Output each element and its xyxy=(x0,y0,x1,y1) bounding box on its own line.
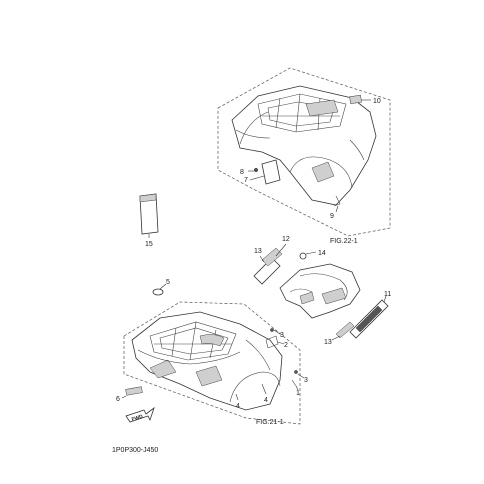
leader-11 xyxy=(383,295,387,303)
front-fender-wheel-arch xyxy=(229,371,281,403)
leader-4-left xyxy=(235,393,239,401)
front-fender-headlight-right xyxy=(195,365,223,387)
part-6-group: 6 xyxy=(116,386,143,403)
front-panel-contour xyxy=(289,273,348,301)
rear-group-boundary xyxy=(217,67,391,237)
front-fig-reference: FIG.21-1 xyxy=(256,419,284,426)
callout-8: 8 xyxy=(240,169,244,176)
part-13-decal-upper[interactable] xyxy=(261,247,283,267)
leader-13-lower xyxy=(331,335,341,341)
fwd-label: FWD xyxy=(131,414,144,423)
leader-9 xyxy=(335,205,339,213)
leader-4-right xyxy=(261,383,267,395)
callout-13-upper: 13 xyxy=(254,248,262,255)
part-8-clip[interactable] xyxy=(253,167,259,173)
fwd-arrow-shape xyxy=(125,406,155,423)
part-9-rear-decal[interactable] xyxy=(333,195,341,207)
leader-13-upper xyxy=(259,255,265,263)
front-fender-group: 5 2 3 3 1 4 4 FIG.21-1 xyxy=(123,279,308,426)
part-11-side-decal-logo xyxy=(355,305,383,333)
leader-1 xyxy=(295,385,299,391)
rear-fender-wheel-arch xyxy=(289,156,353,189)
part-15-group: 15 xyxy=(139,193,159,248)
part-14-emblem[interactable] xyxy=(299,252,307,260)
callout-2: 2 xyxy=(284,342,288,349)
callout-1: 1 xyxy=(296,390,300,397)
part-3-screw-upper[interactable] xyxy=(270,328,274,332)
leader-3-lower xyxy=(297,373,305,379)
leader-6 xyxy=(121,395,127,399)
leader-5 xyxy=(159,283,167,290)
rear-fender[interactable] xyxy=(231,85,377,206)
part-7-decal[interactable] xyxy=(261,159,281,185)
rear-fig-reference: FIG.22-1 xyxy=(330,238,358,245)
catalog-code: 1P0P300-J450 xyxy=(112,447,158,454)
callout-13-lower: 13 xyxy=(324,339,332,346)
front-fender-tank-cover xyxy=(199,334,225,347)
front-fender-headlight-left xyxy=(149,359,177,379)
rear-fender-vent xyxy=(305,99,339,117)
part-13-decal-lower[interactable] xyxy=(335,321,355,339)
leader-2 xyxy=(277,341,285,345)
callout-11: 11 xyxy=(384,291,391,298)
front-fender[interactable] xyxy=(131,311,283,411)
rear-fender-rack-bars xyxy=(262,93,340,133)
front-panel-inlet xyxy=(299,291,315,305)
leader-7 xyxy=(249,175,265,181)
rear-fender-group: 10 7 8 9 FIG.22-1 xyxy=(217,67,391,245)
callout-3-upper: 3 xyxy=(280,332,284,339)
rear-fender-side-contour xyxy=(235,111,365,161)
front-fender-contour xyxy=(137,339,271,371)
callout-4-right: 4 xyxy=(264,397,268,404)
callout-12: 12 xyxy=(282,236,290,243)
part-10-decal[interactable] xyxy=(349,94,362,104)
part-1-clip[interactable] xyxy=(291,379,297,387)
part-2-bracket[interactable] xyxy=(265,335,279,349)
callout-3-lower: 3 xyxy=(304,377,308,384)
front-group-boundary xyxy=(123,301,301,425)
part-6-decal[interactable] xyxy=(125,386,143,396)
fwd-arrow: FWD xyxy=(125,406,155,423)
callout-7: 7 xyxy=(244,177,248,184)
callout-5: 5 xyxy=(166,279,170,286)
callout-10: 10 xyxy=(373,98,381,105)
center-panel-group: 12 13 14 11 13 xyxy=(253,236,391,346)
callout-14: 14 xyxy=(318,250,326,257)
callout-9: 9 xyxy=(330,213,334,220)
leader-12 xyxy=(275,243,287,257)
callout-6: 6 xyxy=(116,396,120,403)
part-15-label-sheet-header xyxy=(139,193,157,203)
part-5-cap[interactable] xyxy=(152,288,164,296)
callout-4-left: 4 xyxy=(236,403,240,410)
leader-3-upper xyxy=(273,329,281,335)
callout-15: 15 xyxy=(145,241,153,248)
part-3-screw-lower[interactable] xyxy=(294,370,298,374)
leader-14 xyxy=(305,251,317,255)
front-fender-rack-bars xyxy=(154,321,232,361)
rear-fender-light xyxy=(311,161,335,183)
front-panel[interactable] xyxy=(279,263,361,319)
front-panel-grille xyxy=(321,287,347,305)
